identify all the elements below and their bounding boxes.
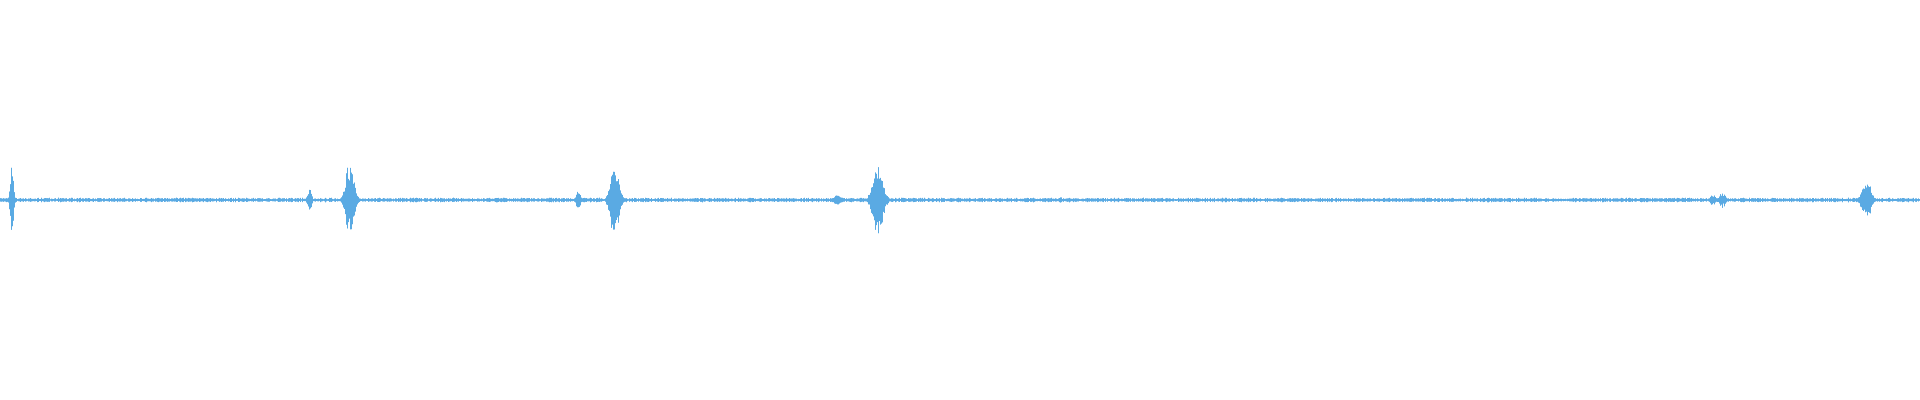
waveform-trace: [0, 167, 1920, 234]
waveform-bars: [0, 167, 1920, 234]
